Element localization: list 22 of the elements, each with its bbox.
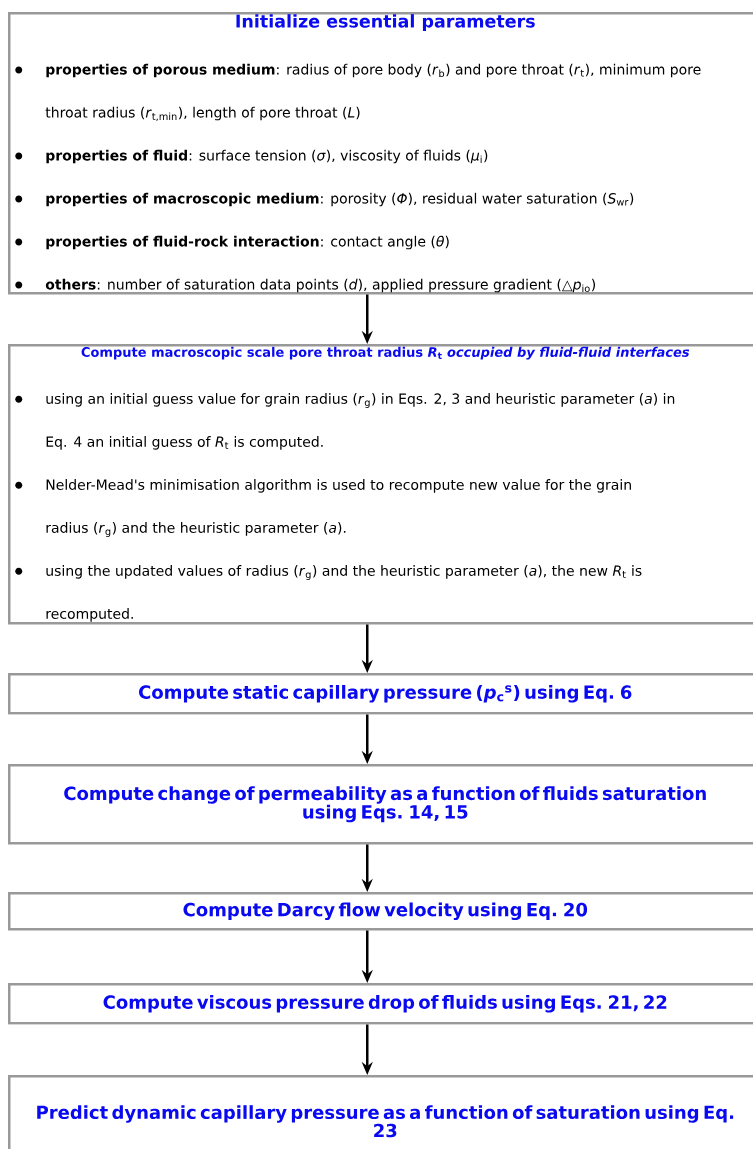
process-box — [8, 892, 753, 931]
list-item: using the updated values of radius (r$_{g}$) and the heuristic parameter (a), the new R$_{t}$ is recomputed. — [15, 565, 642, 622]
process-box — [8, 764, 753, 845]
list-item: properties of fluid: surface tension (σ), viscosity of fluids (μ$_{i}$) — [15, 149, 488, 164]
list-item: properties of porous medium: radius of pore body (r$_{b}$) and pore throat (r$_{t}$), minimum pore throat radius (r$_{t,min}$), length of pore throat (L) — [15, 63, 701, 122]
box-heading: Compute Darcy flow velocity using Eq. 20 — [183, 902, 588, 921]
box-heading: Initialize essential parameters — [236, 14, 535, 32]
process-box — [8, 983, 753, 1025]
list-item: others: number of saturation data points (d), applied pressure gradient (△p$_{io}$) — [15, 278, 595, 293]
box-heading: Compute macroscopic scale pore throat radius R$_{t}$ occupied by fluid-fluid interfaces — [81, 346, 690, 360]
process-box — [8, 673, 753, 715]
process-box — [8, 344, 753, 625]
process-box — [8, 12, 753, 295]
box-heading: Compute static capillary pressure (p$_{c}$$^{s}$) using Eq. 6 — [139, 685, 632, 703]
box-heading: Compute change of permeability as a function of fluids saturation using Eqs. 14, 15 — [64, 786, 706, 823]
list-item: properties of macroscopic medium: porosity (Φ), residual water saturation (S$_{wr}$) — [15, 192, 634, 207]
list-item: Nelder-Mead's minimisation algorithm is used to recompute new value for the grain radius (r$_{g}$) and the heuristic parameter (a). — [15, 479, 631, 537]
list-item: using an initial guess value for grain radius (r$_{g}$) in Eqs. 2, 3 and heuristic parameter (a) in Eq. 4 an initial guess of R$_{t}$ is computed. — [15, 393, 675, 450]
process-box — [8, 1075, 753, 1149]
box-heading: Predict dynamic capillary pressure as a function of saturation using Eq. 23 — [37, 1105, 734, 1138]
list-item: properties of fluid-rock interaction: contact angle (θ) — [15, 235, 449, 250]
box-heading: Compute viscous pressure drop of fluids using Eqs. 21, 22 — [103, 995, 667, 1013]
